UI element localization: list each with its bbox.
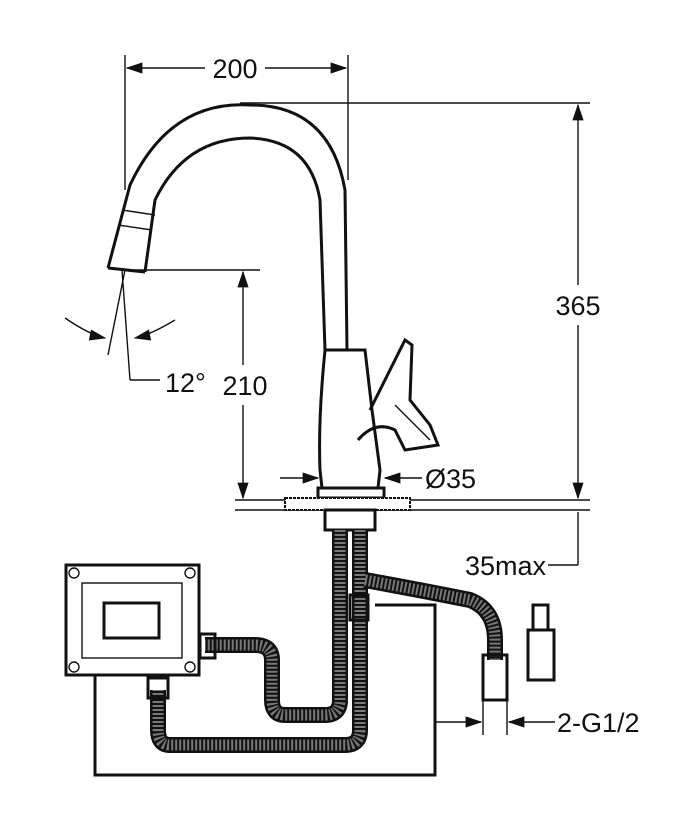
control-box (64, 563, 201, 677)
label-12-degrees: 12° (165, 368, 206, 398)
label-diameter-35: Ø35 (425, 464, 476, 494)
label-210: 210 (222, 371, 267, 401)
dimension-spout-reach: 200 (124, 54, 349, 190)
label-2-g1-2: 2-G1/2 (557, 708, 640, 738)
faucet-body: Ø35 (106, 103, 476, 532)
supply-hoses (146, 530, 556, 753)
dimension-spout-angle: 12° (64, 269, 206, 398)
label-365: 365 (555, 291, 600, 321)
cabinet-outline (93, 603, 437, 777)
dimension-connection: 2-G1/2 (435, 700, 640, 738)
dimension-deck-thickness: 35max (465, 512, 579, 581)
label-35max: 35max (465, 551, 547, 581)
label-200: 200 (212, 54, 257, 84)
dimension-total-height: 365 (240, 102, 601, 500)
